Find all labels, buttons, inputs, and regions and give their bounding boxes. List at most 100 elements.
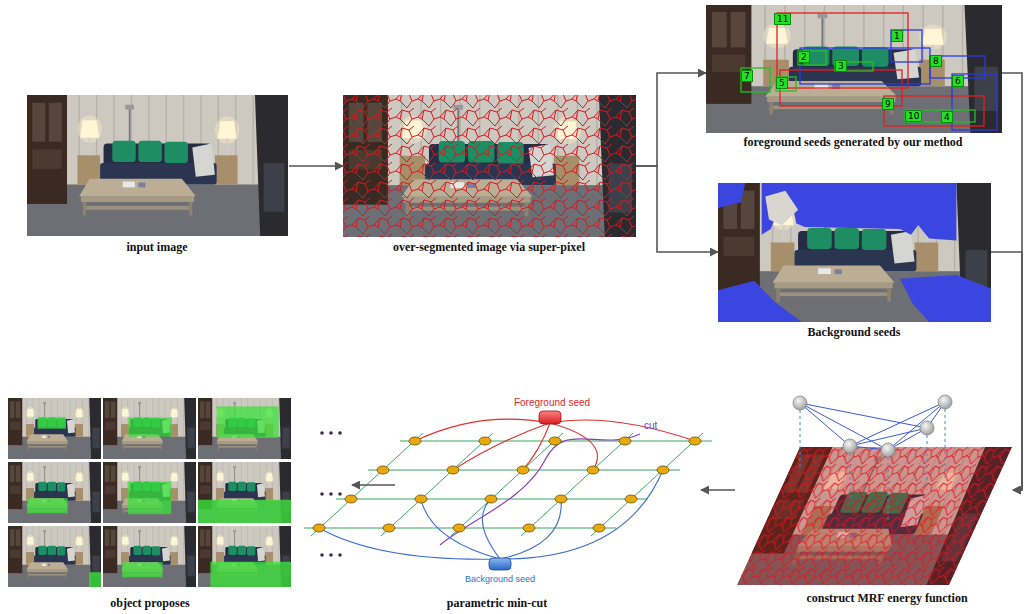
callout-number: 11	[774, 13, 791, 25]
illustration-part	[198, 398, 291, 459]
illustration-part	[304, 433, 712, 536]
graph-label: cut	[644, 420, 657, 432]
image-panel: over-segmented image via super-pixel	[343, 95, 636, 255]
illustration-part	[377, 466, 389, 474]
illustration-part	[329, 431, 333, 435]
flow-arrow	[352, 484, 395, 486]
panel-caption: input image	[126, 240, 187, 254]
illustration-part	[319, 528, 500, 559]
illustration-part	[800, 409, 945, 520]
room-photo	[27, 95, 288, 236]
illustration-part	[718, 183, 745, 208]
illustration-part	[718, 183, 991, 322]
illustration-part	[198, 526, 291, 587]
callout-number: 1	[891, 30, 903, 42]
image-panel: object proposes	[5, 396, 352, 611]
illustration-part	[103, 398, 196, 459]
illustration-part	[415, 419, 695, 470]
illustration-part	[343, 95, 636, 237]
flow-arrow	[289, 165, 343, 167]
illustration-part	[453, 423, 550, 470]
illustration-part	[523, 524, 535, 532]
illustration-part	[489, 558, 511, 570]
illustration-part	[320, 492, 324, 496]
flow-arrow	[636, 166, 718, 252]
min-cut-graph	[304, 411, 712, 570]
illustration-part	[737, 447, 1012, 585]
illustration-part	[8, 526, 101, 587]
illustration-part	[798, 51, 826, 65]
illustration-part	[482, 499, 500, 559]
panel-caption: construct MRF energy function	[806, 591, 967, 605]
illustration-part	[313, 437, 701, 532]
illustration-part	[777, 13, 908, 88]
illustration-part	[657, 466, 669, 474]
illustration-part	[500, 499, 561, 559]
illustration-part	[765, 191, 798, 226]
illustration-part	[625, 495, 637, 503]
illustration-part	[210, 562, 291, 587]
illustration-part	[103, 398, 196, 459]
proposal-grid	[8, 398, 291, 587]
illustration-part	[128, 481, 171, 514]
illustration-part	[593, 524, 605, 532]
illustration-part	[453, 524, 465, 532]
illustration-part	[776, 77, 796, 91]
callout-number: 5	[776, 77, 788, 89]
callout-number: 8	[930, 55, 942, 67]
illustration-part	[319, 470, 663, 559]
illustration-part	[313, 524, 325, 532]
illustration-part	[706, 5, 1002, 133]
illustration-part	[103, 526, 196, 587]
panel-caption: foreground seeds generated by our method	[744, 135, 963, 149]
image-panel: Background seeds	[718, 183, 991, 340]
illustration-part	[338, 553, 342, 557]
superpixel-photo	[343, 95, 636, 237]
image-panel: construct MRF energy function	[735, 395, 1013, 607]
illustration-part	[905, 110, 975, 122]
illustration-part	[884, 96, 984, 126]
illustration-part	[938, 395, 952, 409]
illustration-part	[338, 492, 342, 496]
callout-number: 9	[882, 98, 894, 110]
illustration-part	[741, 68, 770, 92]
illustration-part	[198, 462, 291, 523]
background-seed-photo	[718, 183, 991, 322]
illustration-part	[421, 499, 500, 559]
illustration-part	[320, 431, 324, 435]
illustration-part	[523, 423, 550, 470]
illustration-part	[103, 526, 196, 587]
illustration-part	[409, 437, 421, 445]
illustration-part	[8, 398, 101, 459]
callout-number: 3	[835, 60, 847, 72]
callout-number: 10	[905, 110, 922, 122]
illustration-part	[800, 402, 945, 450]
flow-arrow	[701, 489, 735, 491]
illustration-part	[900, 275, 991, 322]
illustration-part	[128, 417, 171, 436]
callout-number: 4	[941, 111, 953, 123]
illustration-part	[27, 498, 67, 513]
illustration-part	[329, 492, 333, 496]
illustration-part	[338, 431, 342, 435]
illustration-part	[329, 553, 333, 557]
illustration-part	[689, 437, 701, 445]
image-panel: input image	[27, 95, 289, 255]
illustration-part	[8, 526, 101, 587]
illustration-part	[311, 433, 703, 536]
illustration-part	[122, 562, 162, 577]
illustration-part	[800, 48, 930, 84]
illustration-part	[718, 281, 802, 322]
illustration-part	[8, 462, 101, 523]
illustration-part	[198, 398, 291, 459]
ellipsis-dots	[320, 431, 342, 557]
illustration-part	[343, 95, 636, 237]
illustration-part	[8, 462, 101, 523]
illustration-part	[881, 443, 895, 457]
illustration-part	[843, 439, 857, 453]
illustration-part	[198, 500, 291, 523]
